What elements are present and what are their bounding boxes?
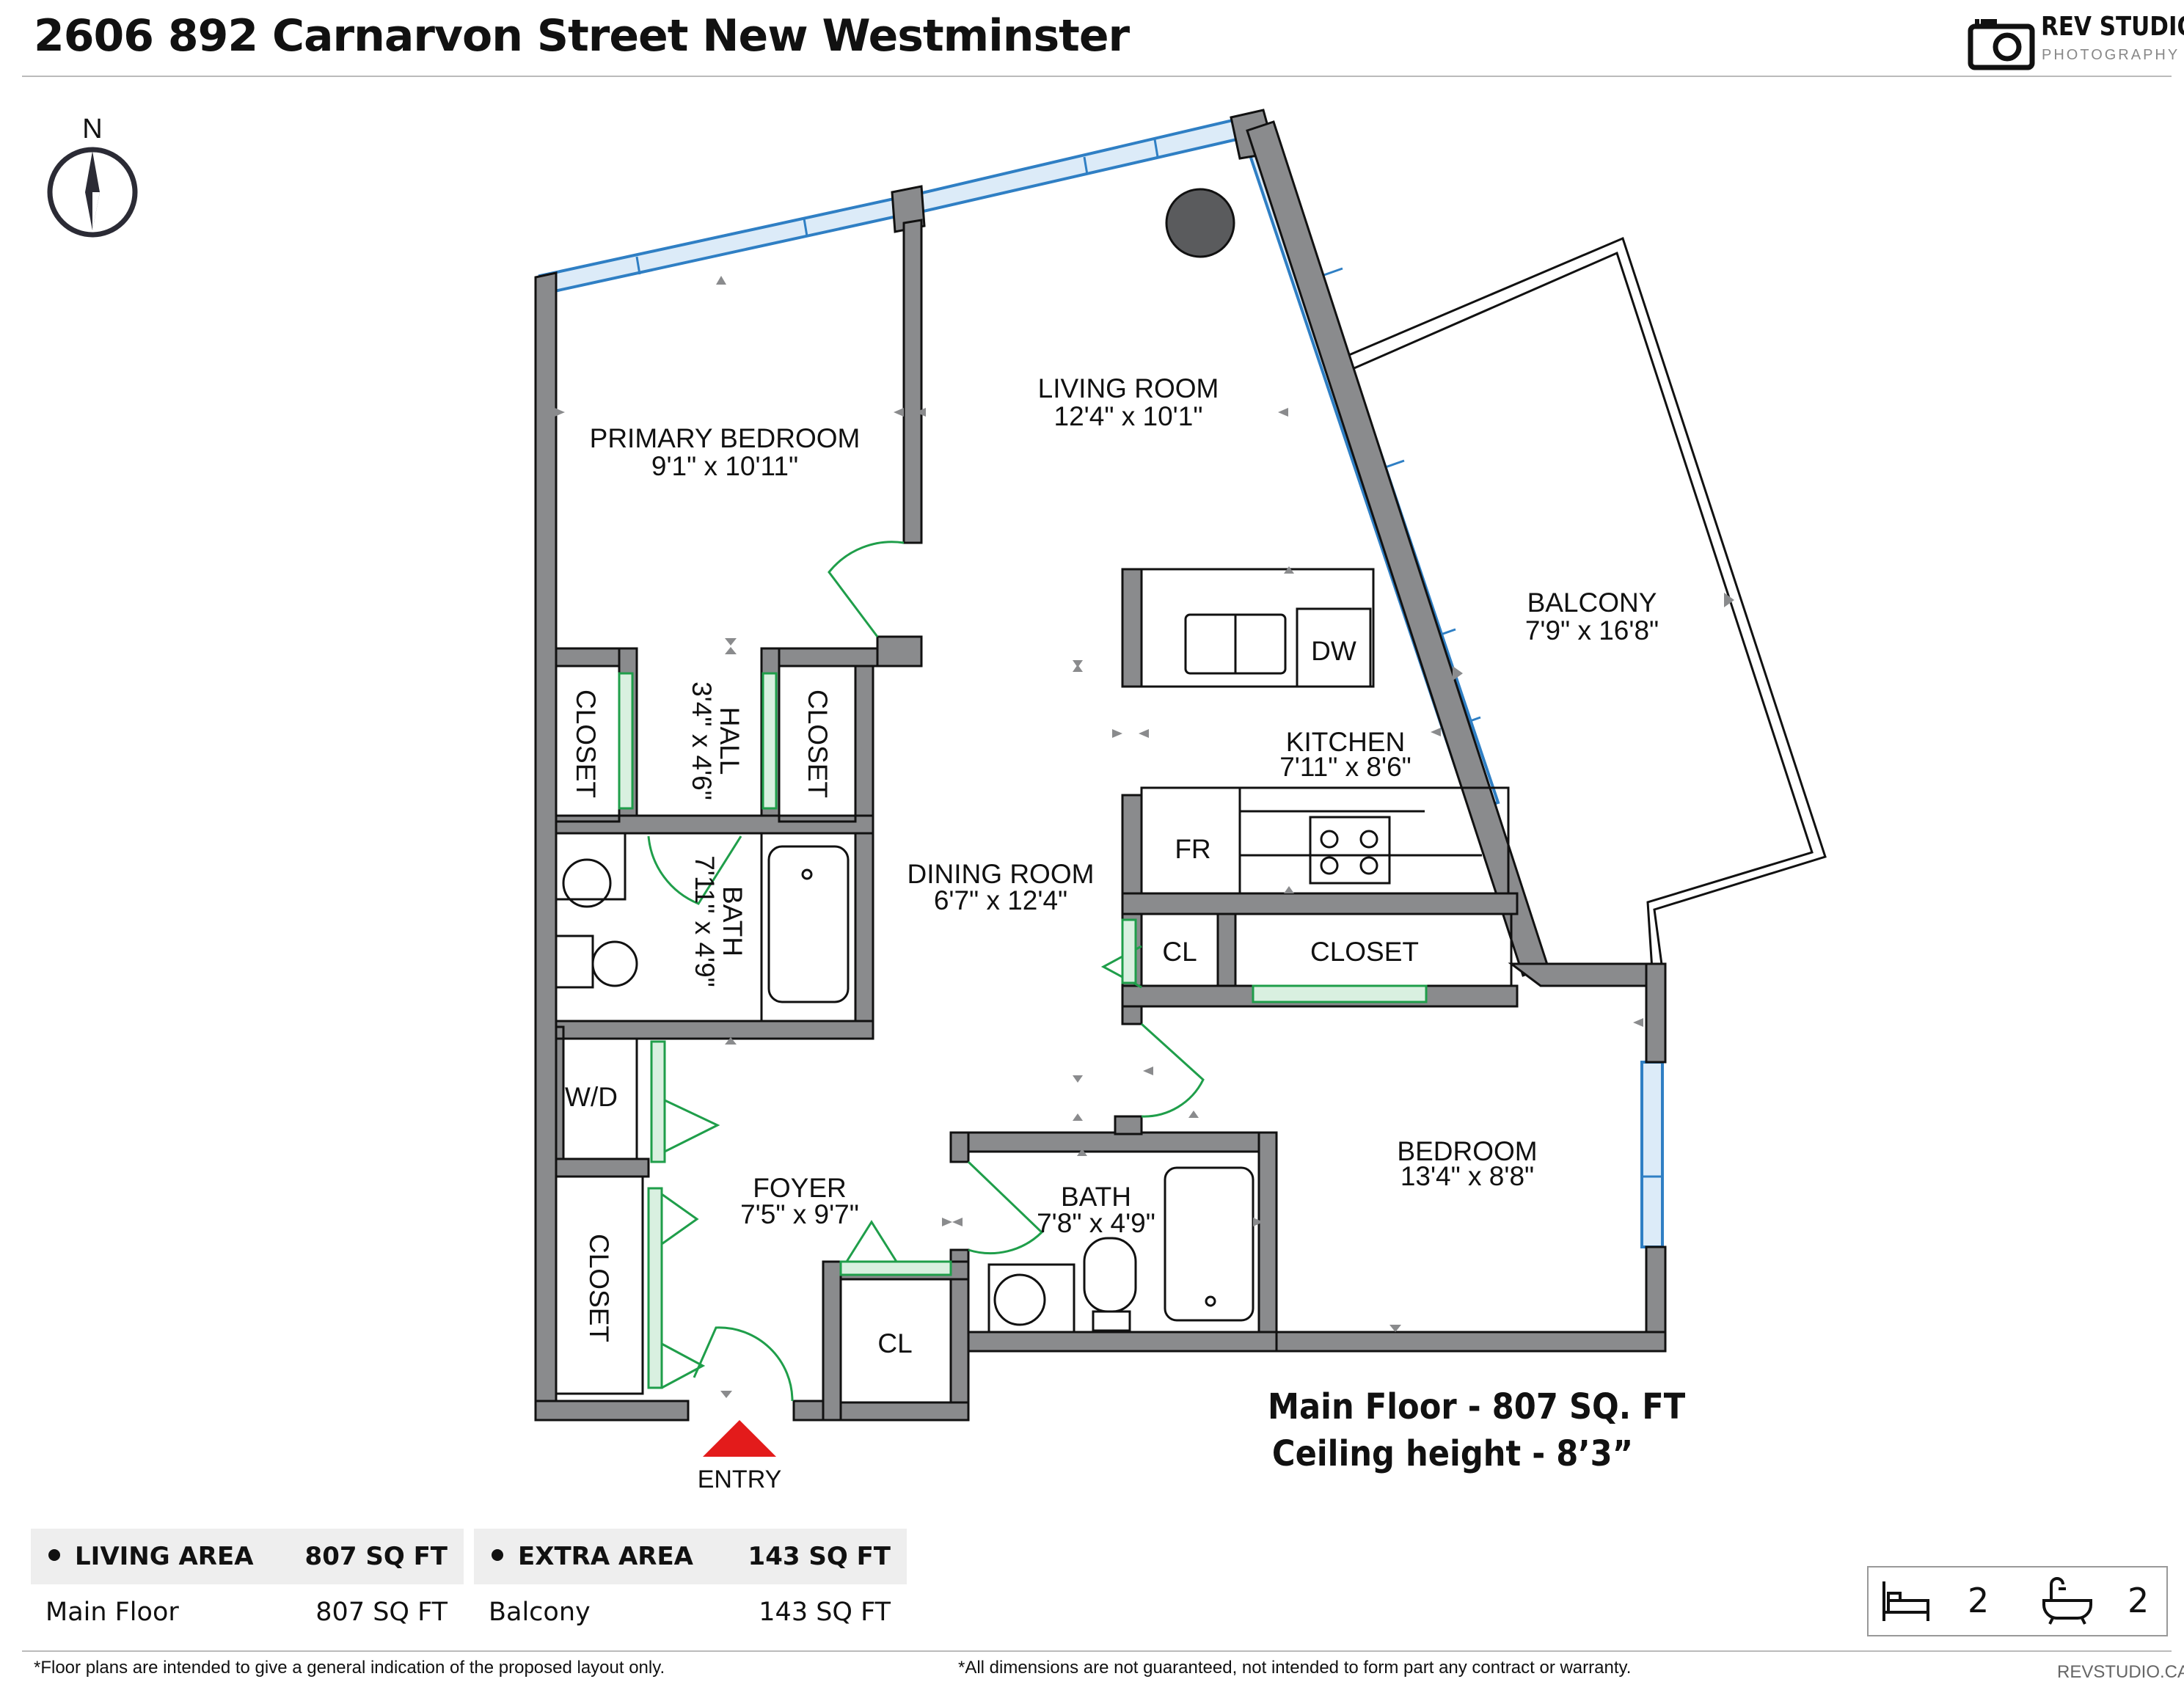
living-area-row-value: 807 SQ FT <box>315 1598 448 1627</box>
closet-label-foyer: CLOSET <box>584 1234 614 1342</box>
table-row: Main Floor 807 SQ FT <box>31 1584 464 1640</box>
living-area-table: LIVING AREA 807 SQ FT Main Floor 807 SQ … <box>31 1529 464 1640</box>
bedroom-label: BEDROOM <box>1397 1136 1537 1166</box>
bed-icon <box>1882 1581 1929 1621</box>
camera-logo-icon <box>1968 19 2035 70</box>
extra-area-table: EXTRA AREA 143 SQ FT Balcony 143 SQ FT <box>474 1529 907 1640</box>
bedroom-dims: 13'4" x 8'8" <box>1400 1161 1534 1191</box>
ceiling-height-line: Ceiling height - 8’3” <box>1271 1433 1634 1474</box>
header-divider <box>22 76 2172 77</box>
entry-label: ENTRY <box>698 1466 782 1493</box>
footer-divider <box>22 1650 2172 1652</box>
extra-area-row-label: Balcony <box>489 1598 591 1627</box>
floor-summary: Main Floor - 807 SQ. FT Ceiling height -… <box>1268 1383 1686 1477</box>
bath-1-label: BATH <box>717 886 748 956</box>
extra-area-header: EXTRA AREA 143 SQ FT <box>474 1529 907 1584</box>
extra-area-header-value: 143 SQ FT <box>748 1542 891 1571</box>
balcony-label: BALCONY <box>1527 588 1657 618</box>
hall-dims: 3'4" x 4'6" <box>687 681 717 800</box>
column-icon <box>1165 188 1235 258</box>
doors <box>618 541 1428 1402</box>
bath-1-dims: 7'11" x 4'9" <box>690 855 720 987</box>
living-room-dims: 12'4" x 10'1" <box>1054 401 1203 431</box>
disclaimer-right: *All dimensions are not guaranteed, not … <box>958 1658 1632 1678</box>
brand-name: REV STUDIO <box>2041 12 2184 42</box>
cl-label-kitchen: CL <box>1162 937 1197 967</box>
disclaimer-left: *Floor plans are intended to give a gene… <box>34 1658 665 1678</box>
closet-label-hall-left: CLOSET <box>571 689 601 798</box>
floor-area-line: Main Floor - 807 SQ. FT <box>1268 1386 1686 1427</box>
foyer-dims: 7'5" x 9'7" <box>740 1199 859 1229</box>
living-room-label: LIVING ROOM <box>1038 373 1219 403</box>
bath-2-label: BATH <box>1061 1182 1131 1212</box>
website-link[interactable]: REVSTUDIO.CA <box>2057 1662 2184 1682</box>
extra-area-header-label: EXTRA AREA <box>518 1542 693 1571</box>
compass-north-label: N <box>82 114 102 145</box>
primary-bedroom-label: PRIMARY BEDROOM <box>590 423 861 453</box>
balcony-dims: 7'9" x 16'8" <box>1525 615 1659 645</box>
fridge-label: FR <box>1175 834 1210 864</box>
page-title: 2606 892 Carnarvon Street New Westminste… <box>34 10 1130 62</box>
living-area-header: LIVING AREA 807 SQ FT <box>31 1529 464 1584</box>
balcony-outline <box>1334 236 1827 970</box>
bath-count: 2 <box>2128 1581 2150 1620</box>
closet-label-hall-right: CLOSET <box>803 689 833 798</box>
dining-room-dims: 6'7" x 12'4" <box>934 885 1067 915</box>
living-area-row-label: Main Floor <box>45 1598 179 1627</box>
bed-bath-counts <box>1867 1566 2168 1636</box>
closet-label-kitchen: CLOSET <box>1310 937 1419 967</box>
hall-label: HALL <box>715 707 745 775</box>
washer-dryer-label: W/D <box>565 1082 618 1112</box>
bathtub-icon <box>2042 1577 2092 1625</box>
bed-count: 2 <box>1968 1581 1990 1620</box>
living-area-header-value: 807 SQ FT <box>304 1542 448 1571</box>
walls <box>534 109 1667 1422</box>
kitchen-dims: 7'11" x 8'6" <box>1279 752 1411 782</box>
dimension-markers <box>555 276 1734 1398</box>
north-compass-icon: N <box>47 114 138 238</box>
kitchen-label: KITCHEN <box>1286 727 1405 757</box>
foyer-label: FOYER <box>753 1173 846 1203</box>
living-area-header-label: LIVING AREA <box>75 1542 254 1571</box>
extra-area-row-value: 143 SQ FT <box>759 1598 891 1627</box>
cl-label-foyer: CL <box>877 1328 912 1358</box>
dishwasher-label: DW <box>1311 636 1356 666</box>
bullet-icon <box>492 1548 503 1561</box>
entry-marker-icon <box>703 1420 776 1457</box>
dining-room-label: DINING ROOM <box>907 859 1095 889</box>
primary-bedroom-dims: 9'1" x 10'11" <box>651 451 798 481</box>
brand-subtitle: PHOTOGRAPHY <box>2042 47 2180 63</box>
table-row: Balcony 143 SQ FT <box>474 1584 907 1640</box>
bath-2-dims: 7'8" x 4'9" <box>1037 1208 1155 1238</box>
bullet-icon <box>48 1548 60 1561</box>
